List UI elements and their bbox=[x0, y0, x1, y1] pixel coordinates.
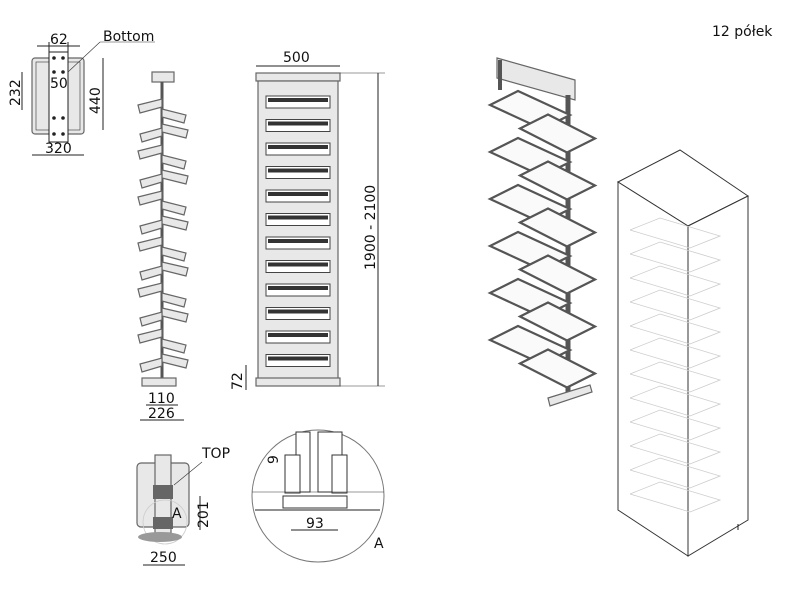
dim-1900-2100: 1900 - 2100 bbox=[363, 185, 379, 270]
shelf-side bbox=[137, 328, 163, 344]
top-label: TOP bbox=[201, 446, 230, 462]
shelf-front-edge bbox=[268, 262, 328, 267]
shelf-side bbox=[139, 127, 163, 143]
shelf-side bbox=[139, 173, 163, 189]
dim-72: 72 bbox=[230, 372, 246, 390]
bolt-hole bbox=[52, 56, 56, 60]
shelf-front-edge bbox=[268, 145, 328, 149]
shelf-front-edge bbox=[268, 286, 328, 290]
shelf-side bbox=[161, 108, 187, 124]
bottom-view: 62 Bottom 50 232 440 320 bbox=[8, 29, 155, 157]
dim-93: 93 bbox=[306, 516, 324, 532]
front-view: 500 1900 - 2100 72 bbox=[230, 50, 385, 390]
shelf-front-edge bbox=[268, 98, 328, 102]
ghost-shelf bbox=[629, 289, 722, 321]
shelf-side bbox=[137, 190, 163, 206]
pullout-3d-view bbox=[487, 57, 598, 407]
bolt-hole bbox=[52, 116, 56, 120]
ghost-shelf bbox=[629, 337, 722, 369]
shelf-side bbox=[161, 338, 187, 354]
shelf-front-edge bbox=[268, 121, 328, 126]
shelf-side bbox=[139, 357, 163, 373]
dim-440: 440 bbox=[88, 87, 104, 114]
ghost-shelf bbox=[629, 265, 722, 297]
shelf-side bbox=[161, 200, 187, 216]
shelf-side bbox=[137, 98, 163, 114]
dim-250: 250 bbox=[150, 550, 177, 566]
dim-500: 500 bbox=[283, 50, 310, 66]
shelf-side bbox=[161, 307, 189, 323]
shelf-side bbox=[161, 246, 187, 262]
shelf-front-edge bbox=[268, 215, 328, 220]
shelf-basket bbox=[517, 160, 598, 201]
shelf-basket bbox=[517, 348, 598, 389]
dim-50: 50 bbox=[50, 76, 68, 92]
bolt-hole bbox=[61, 70, 65, 74]
shelf-front-edge bbox=[268, 192, 328, 196]
shelf-basket bbox=[517, 301, 598, 342]
detail-marker-a: A bbox=[172, 506, 182, 522]
ghost-shelf bbox=[629, 457, 722, 489]
ghost-shelf bbox=[629, 241, 722, 273]
shelf-side bbox=[137, 144, 163, 160]
shelf-side bbox=[161, 215, 189, 231]
shelf-basket bbox=[517, 254, 598, 295]
dim-226: 226 bbox=[148, 406, 175, 422]
shelf-side bbox=[139, 311, 163, 327]
ghost-shelf bbox=[629, 313, 722, 345]
bolt-hole bbox=[52, 70, 56, 74]
dim-110: 110 bbox=[148, 391, 175, 407]
shelf-side bbox=[161, 261, 189, 277]
shelf-basket bbox=[517, 207, 598, 248]
shelf-side bbox=[137, 236, 163, 252]
ghost-shelf bbox=[629, 385, 722, 417]
dim-232: 232 bbox=[8, 79, 24, 106]
cabinet-view bbox=[616, 149, 749, 557]
dim-9: 9 bbox=[266, 455, 282, 464]
shelf-side bbox=[161, 123, 189, 139]
top-view: TOP A 201 250 bbox=[136, 446, 230, 566]
shelf-side bbox=[137, 282, 163, 298]
shelf-side bbox=[139, 265, 163, 281]
shelf-count-label: 12 półek bbox=[712, 24, 773, 40]
shelf-side bbox=[161, 292, 187, 308]
shelf-front-edge bbox=[268, 309, 328, 314]
bolt-hole bbox=[52, 132, 56, 136]
dim-62: 62 bbox=[50, 32, 68, 48]
shelf-front-edge bbox=[268, 333, 328, 337]
bottom-label: Bottom bbox=[103, 29, 154, 45]
bolt-hole bbox=[61, 116, 65, 120]
bolt-hole bbox=[61, 56, 65, 60]
shelf-side bbox=[139, 219, 163, 235]
shelf-basket bbox=[517, 113, 598, 154]
dim-320: 320 bbox=[45, 141, 72, 157]
detail-a: 93 9 A bbox=[251, 429, 385, 563]
shelf-side bbox=[161, 154, 187, 170]
dim-201: 201 bbox=[196, 501, 212, 528]
shelf-side bbox=[161, 169, 189, 185]
ghost-shelf bbox=[629, 217, 722, 249]
ghost-shelf bbox=[629, 409, 722, 441]
shelf-side bbox=[161, 353, 189, 369]
detail-a-label: A bbox=[374, 536, 384, 552]
ghost-shelf bbox=[629, 361, 722, 393]
ghost-shelf bbox=[629, 481, 722, 513]
side-view: 110 226 bbox=[137, 71, 189, 422]
shelf-front-edge bbox=[268, 168, 328, 173]
bolt-hole bbox=[61, 132, 65, 136]
shelf-front-edge bbox=[268, 239, 328, 243]
ghost-shelf bbox=[629, 433, 722, 465]
shelf-front-edge bbox=[268, 356, 328, 361]
